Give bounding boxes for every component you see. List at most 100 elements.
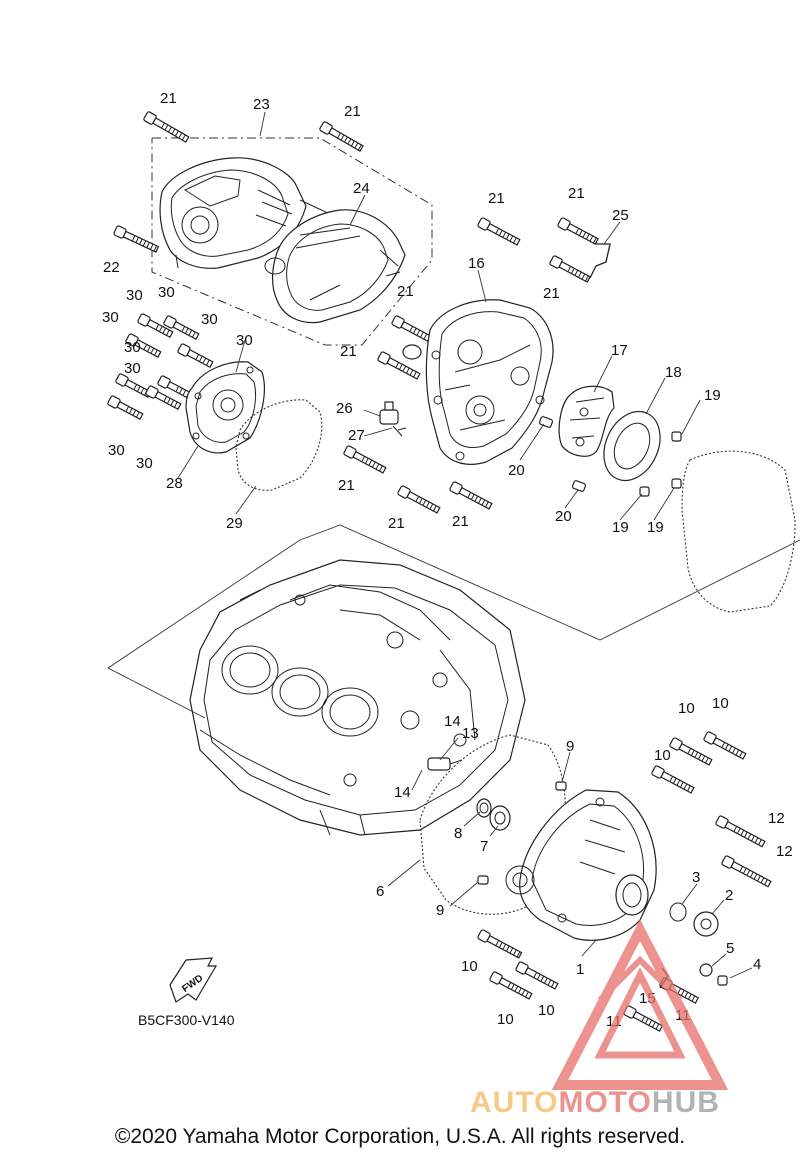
callout-7: 7: [480, 838, 488, 855]
diagram-reference-code: B5CF300-V140: [138, 1012, 235, 1028]
callout-20: 20: [555, 508, 572, 525]
callout-27: 27: [348, 427, 365, 444]
gasket-18: [603, 410, 661, 482]
assembly-leader-frame: [107, 524, 800, 719]
callout-21: 21: [488, 190, 505, 207]
callout-30: 30: [124, 339, 141, 356]
callout-12: 12: [776, 843, 793, 860]
callout-21: 21: [568, 185, 585, 202]
callout-21: 21: [543, 285, 560, 302]
leader-lines: [177, 111, 753, 979]
callout-29: 29: [226, 515, 243, 532]
callout-20: 20: [508, 462, 525, 479]
callout-10: 10: [678, 700, 695, 717]
callout-21: 21: [388, 515, 405, 532]
callout-9: 9: [566, 738, 574, 755]
plug-19: [639, 431, 682, 497]
callout-2: 2: [725, 887, 733, 904]
bolt-icon: [125, 333, 162, 359]
watermark-text-auto: AUTO: [470, 1086, 558, 1119]
callout-21: 21: [340, 343, 357, 360]
callout-30: 30: [102, 309, 119, 326]
callout-18: 18: [665, 364, 682, 381]
bolt-icon: [449, 481, 493, 510]
bolt-icon: [515, 961, 559, 990]
plug-2: [693, 911, 719, 937]
crankcase-cover-16: [402, 299, 554, 465]
bolt-icon: [157, 375, 194, 401]
bolt-icon: [477, 217, 521, 246]
callout-21: 21: [338, 477, 355, 494]
callout-30: 30: [108, 442, 125, 459]
bolt-icon: [669, 737, 713, 766]
callout-21: 21: [397, 283, 414, 300]
bolt-icon: [145, 385, 182, 411]
sensor-26: [379, 401, 407, 437]
callout-30: 30: [201, 311, 218, 328]
bolt-icon: [177, 343, 214, 369]
dowel-pin-20: [538, 416, 587, 492]
callout-17: 17: [611, 342, 628, 359]
callout-19: 19: [647, 519, 664, 536]
gasket-29: [235, 399, 323, 491]
callout-26: 26: [336, 400, 353, 417]
callout-16: 16: [468, 255, 485, 272]
callout-10: 10: [461, 958, 478, 975]
watermark-text-moto: MOTO: [558, 1086, 651, 1119]
callout-24: 24: [353, 180, 370, 197]
bolt-icon: [703, 731, 747, 760]
bolt-icon: [715, 815, 766, 848]
bolt-icon: [319, 121, 364, 152]
bolt-icon: [137, 313, 174, 339]
bolt-icon: [397, 485, 441, 514]
bolt-icon: [557, 217, 599, 245]
inner-cover-24: [264, 209, 406, 324]
bolt-icon: [343, 445, 387, 474]
callout-30: 30: [124, 360, 141, 377]
callout-19: 19: [612, 519, 629, 536]
o-ring-3: [669, 902, 687, 922]
bolt-icon: [113, 225, 160, 253]
bolt-icon: [163, 315, 200, 341]
callout-21: 21: [452, 513, 469, 530]
callout-22: 22: [103, 259, 120, 276]
bolt-icon: [489, 971, 533, 1000]
dowel-pin-9: [477, 781, 567, 885]
bolt-icon: [651, 765, 695, 794]
callout-30: 30: [126, 287, 143, 304]
callout-30: 30: [236, 332, 253, 349]
watermark-text-hub: HUB: [652, 1086, 720, 1119]
watermark-logo: AUTOMOTOHUB: [470, 919, 729, 1119]
cover-gasket-large: [681, 450, 796, 613]
callout-6: 6: [376, 883, 384, 900]
bolt-icon: [623, 1005, 664, 1032]
callout-30: 30: [136, 455, 153, 472]
callout-12: 12: [768, 810, 785, 827]
callout-14: 14: [444, 713, 461, 730]
callout-25: 25: [612, 207, 629, 224]
crankcase-engine-block: [189, 559, 526, 836]
o-ring-8: [476, 798, 492, 818]
callout-10: 10: [497, 1011, 514, 1028]
svg-text:AUTOMOTOHUB: AUTOMOTOHUB: [470, 1086, 720, 1119]
callout-23: 23: [253, 96, 270, 113]
fwd-arrow-icon: FWD: [169, 957, 218, 1003]
washer-5: [699, 963, 713, 977]
sensor-13: [427, 757, 463, 771]
callout-1: 1: [576, 961, 584, 978]
clip-25: [589, 243, 611, 279]
clutch-cover-1: [505, 789, 657, 941]
bolt-4: [717, 975, 728, 986]
bolt-icon: [721, 855, 772, 888]
callout-13: 13: [462, 725, 479, 742]
callout-21: 21: [160, 90, 177, 107]
bolt-icon: [549, 255, 591, 283]
callout-4: 4: [753, 956, 761, 973]
callout-8: 8: [454, 825, 462, 842]
copyright-notice: ©2020 Yamaha Motor Corporation, U.S.A. A…: [114, 1125, 686, 1148]
bolt-icon: [391, 315, 435, 344]
callout-9: 9: [436, 902, 444, 919]
callout-5: 5: [726, 940, 734, 957]
bolt-icon: [107, 395, 144, 421]
callout-14: 14: [394, 784, 411, 801]
